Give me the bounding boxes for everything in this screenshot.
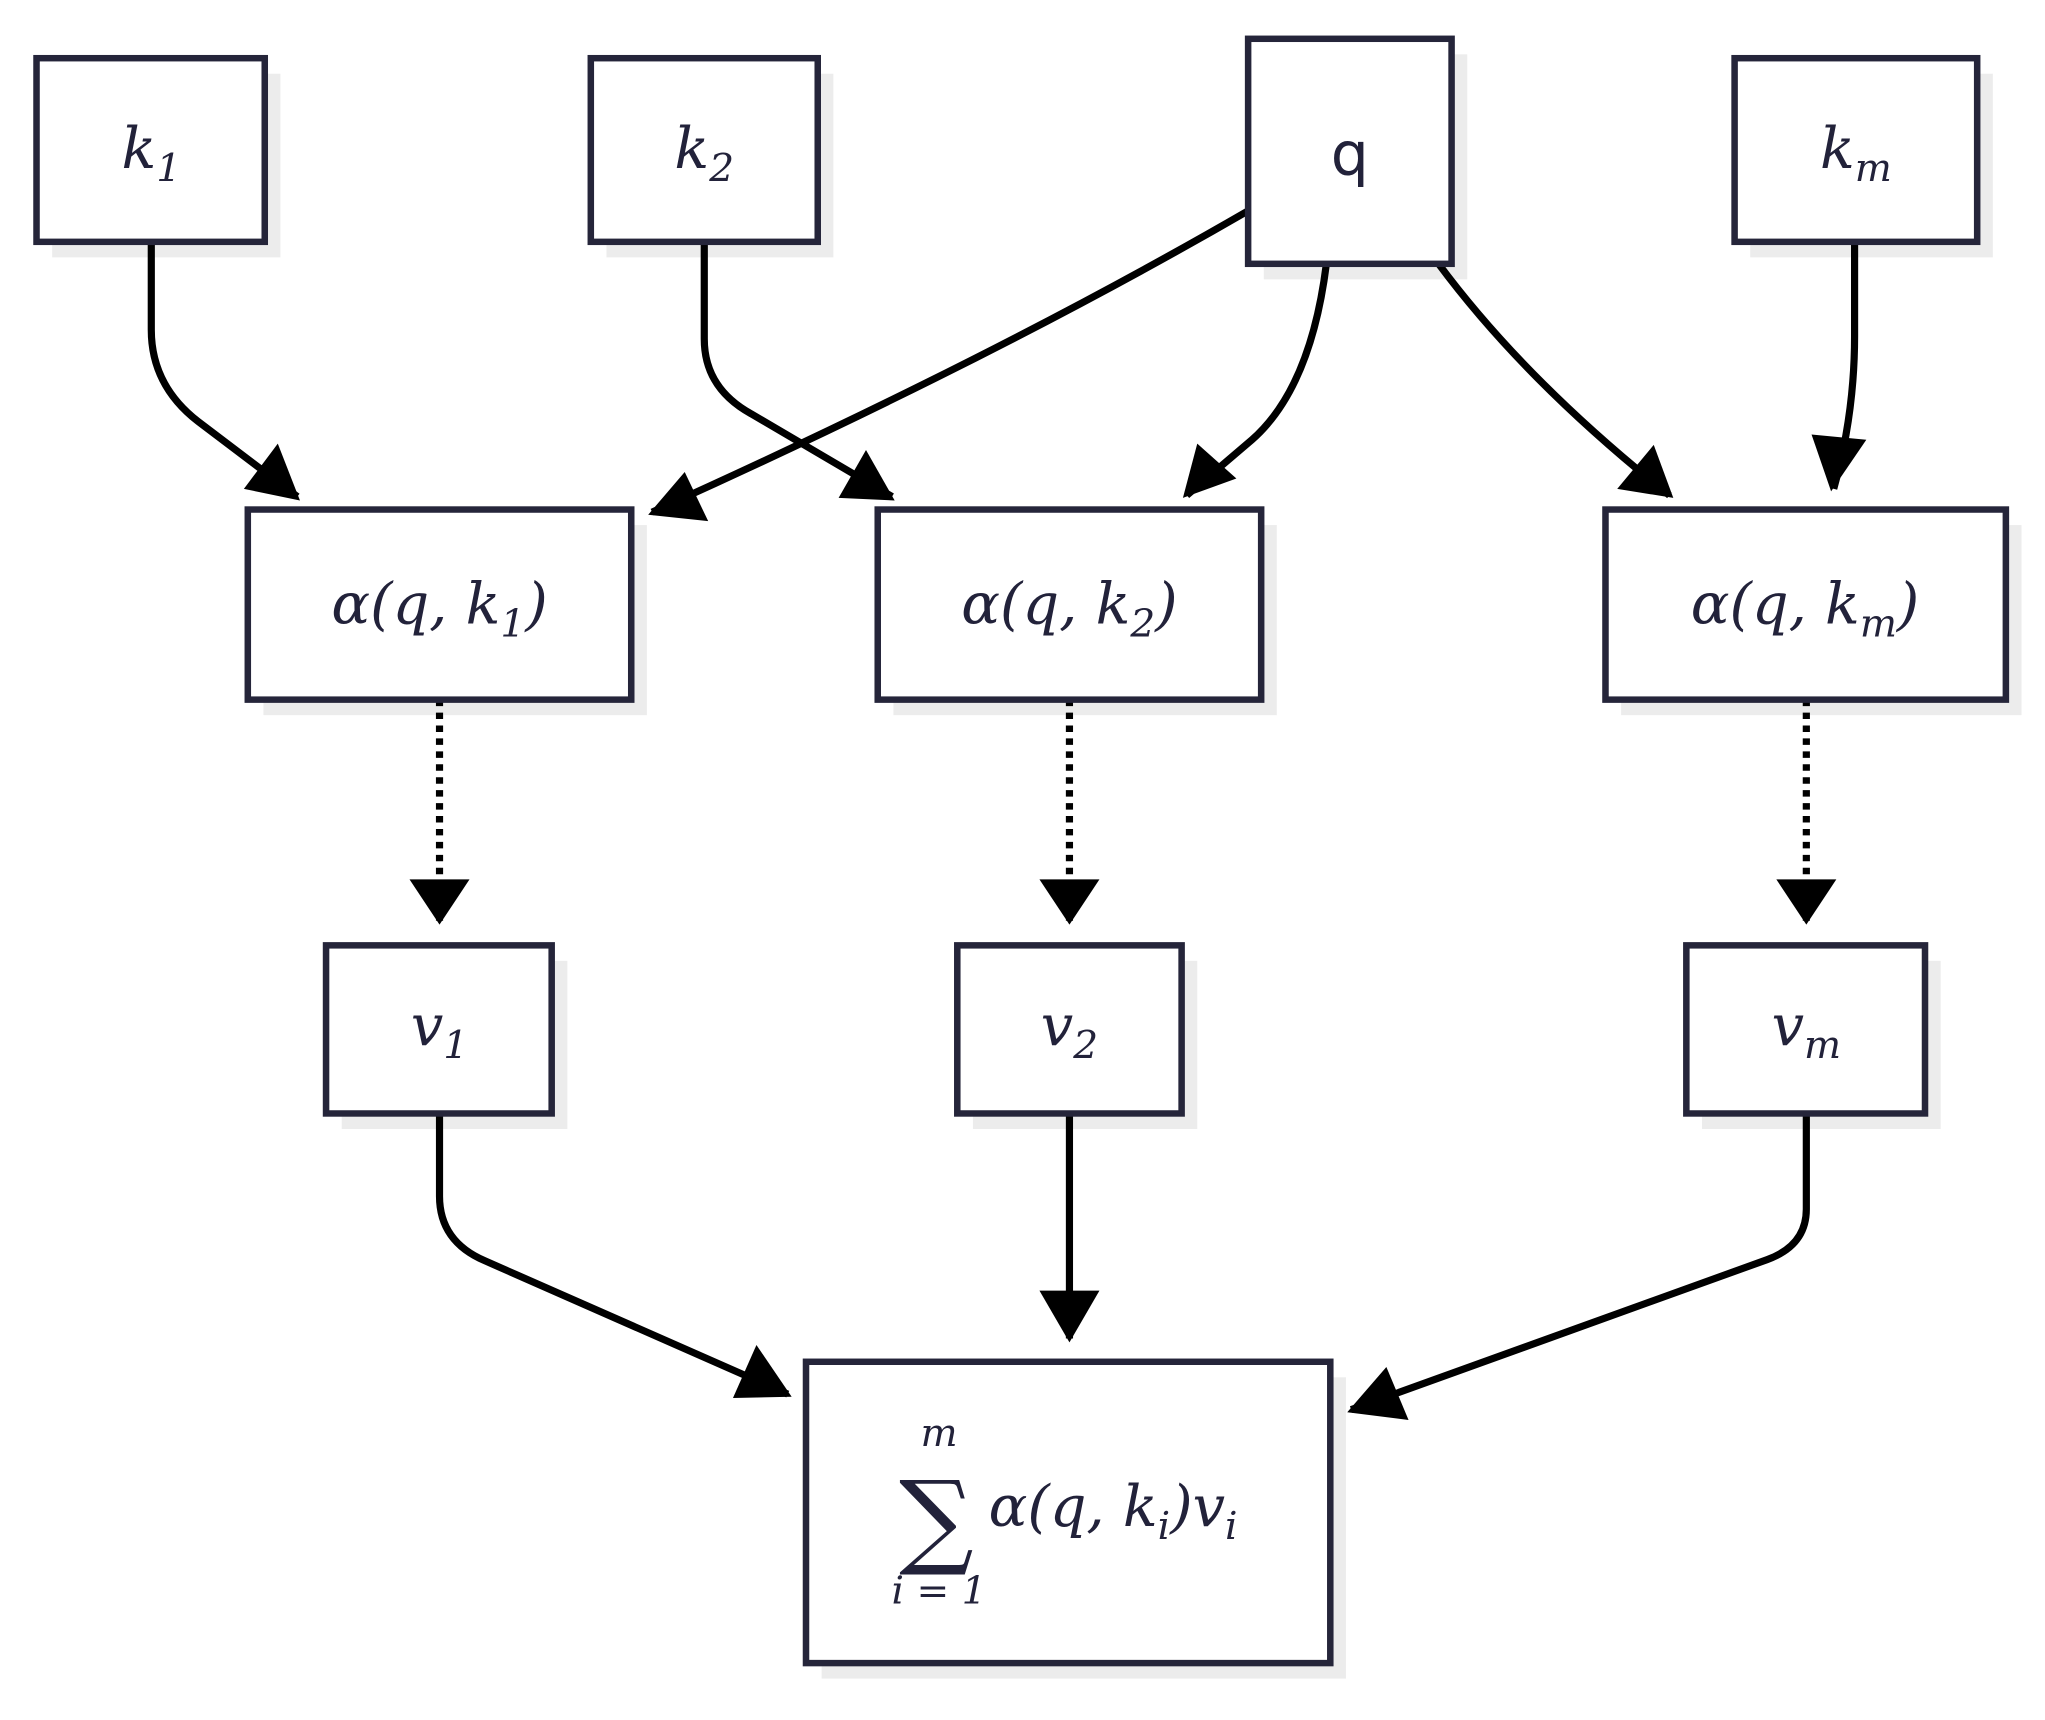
node-alpha2: α(q, k2): [874, 506, 1265, 703]
node-sum: m ∑ i = 1 α(q, ki)vi: [802, 1358, 1334, 1667]
alpha1-post: ): [524, 572, 547, 638]
svg-text:km: km: [1820, 116, 1892, 191]
arrowhead-alpha2-from-k2: [838, 450, 895, 501]
vm-base: v: [1772, 993, 1804, 1059]
v1-sub: 1: [443, 1023, 468, 1068]
alpham-post: ): [1896, 572, 1919, 638]
edge-k2-alpha2: [700, 241, 894, 500]
q-label: q: [1331, 121, 1369, 190]
sum-lower-limit: i = 1: [892, 1569, 987, 1614]
edge-q-alpham: [1435, 261, 1672, 499]
k1-sub: 1: [156, 146, 181, 191]
v2-sub: 2: [1072, 1023, 1098, 1068]
v2-base: v: [1041, 993, 1073, 1059]
node-k2: k2: [587, 54, 821, 246]
node-alpham: α(q, km): [1602, 506, 2010, 703]
arrowhead-v2: [1039, 879, 1100, 925]
arrowhead-sum-from-v2: [1039, 1290, 1100, 1343]
arrowhead-alpham-from-q: [1617, 444, 1674, 498]
km-base: k: [1820, 116, 1855, 182]
k1-base: k: [121, 116, 156, 182]
sum-term-sub1: i: [1158, 1504, 1171, 1549]
arrowhead-alpha1-from-q: [648, 472, 709, 522]
svg-text:v1: v1: [411, 993, 468, 1068]
sum-term-pre: α(q, k: [989, 1474, 1158, 1540]
arrowhead-v1: [409, 879, 470, 925]
alpham-pre: α(q, k: [1691, 572, 1860, 638]
svg-text:α(q, k2): α(q, k2): [961, 572, 1177, 647]
svg-text:v2: v2: [1041, 993, 1098, 1068]
node-v2: v2: [954, 942, 1185, 1117]
svg-text:α(q, km): α(q, km): [1691, 572, 1920, 647]
sum-upper-limit: m: [920, 1411, 957, 1456]
svg-text:vm: vm: [1772, 993, 1842, 1068]
edge-q-alpha2: [1184, 263, 1330, 499]
sum-term-mid: )v: [1169, 1474, 1225, 1540]
sum-symbol: ∑: [899, 1459, 973, 1579]
arrowheads: [243, 434, 1867, 1420]
alpha2-sub: 2: [1129, 601, 1155, 646]
alpha2-post: ): [1154, 572, 1177, 638]
svg-text:α(q, ki)vi: α(q, ki)vi: [989, 1474, 1238, 1549]
edge-k1-alpha1: [147, 241, 300, 500]
alpha2-pre: α(q, k: [961, 572, 1130, 638]
arrowhead-alpha2-from-q: [1182, 443, 1237, 498]
node-km: km: [1731, 54, 1981, 246]
alpham-sub: m: [1860, 601, 1897, 646]
node-v1: v1: [322, 942, 555, 1117]
alpha1-pre: α(q, k: [331, 572, 500, 638]
arrowhead-sum-from-v1: [732, 1344, 792, 1398]
v1-base: v: [411, 993, 443, 1059]
node-vm: vm: [1683, 942, 1929, 1117]
arrowhead-alpham-from-km: [1811, 434, 1867, 492]
k2-base: k: [674, 116, 709, 182]
alpha1-sub: 1: [500, 601, 525, 646]
k2-sub: 2: [708, 146, 734, 191]
arrowhead-sum-from-vm: [1347, 1366, 1409, 1420]
edge-q-alpha1: [650, 207, 1250, 516]
sum-term-sub2: i: [1225, 1504, 1238, 1549]
edge-v1-sum: [435, 1113, 790, 1398]
arrowhead-vm: [1776, 879, 1837, 925]
km-sub: m: [1855, 146, 1892, 191]
edges: [147, 207, 1859, 1413]
svg-text:α(q, k1): α(q, k1): [331, 572, 547, 647]
svg-text:k2: k2: [674, 116, 734, 191]
node-alpha1: α(q, k1): [244, 506, 635, 703]
edge-vm-sum: [1349, 1113, 1810, 1413]
node-q: q: [1244, 35, 1455, 268]
node-k1: k1: [33, 54, 269, 246]
vm-sub: m: [1804, 1023, 1841, 1068]
svg-text:k1: k1: [121, 116, 181, 191]
arrowhead-alpha1-from-k1: [243, 443, 300, 501]
